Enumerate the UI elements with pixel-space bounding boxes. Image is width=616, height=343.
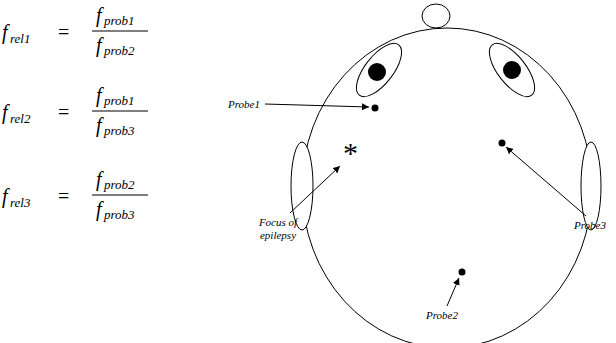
formula-symbol: f bbox=[96, 85, 102, 105]
focus-marker: * bbox=[343, 138, 358, 168]
formula-subscript: rel3 bbox=[10, 196, 30, 209]
formula-symbol: f bbox=[96, 5, 102, 25]
formula-subscript: rel2 bbox=[10, 112, 30, 125]
formula-symbol: f bbox=[2, 102, 8, 122]
formula-subscript: prob1 bbox=[104, 94, 135, 107]
probe-label: Probe3 bbox=[574, 220, 606, 231]
formula-symbol: f bbox=[2, 22, 8, 42]
leader-arrow bbox=[290, 166, 340, 213]
fraction-bar bbox=[92, 110, 148, 111]
formula-subscript: rel1 bbox=[10, 32, 30, 45]
formula-subscript: prob3 bbox=[104, 208, 135, 221]
equals-sign: = bbox=[58, 186, 69, 206]
formula-symbol: f bbox=[96, 115, 102, 135]
fraction-bar bbox=[92, 194, 148, 195]
right-pupil bbox=[503, 61, 521, 79]
left-eye bbox=[348, 36, 409, 104]
formula-symbol: f bbox=[96, 199, 102, 219]
formula-subscript: prob3 bbox=[104, 124, 135, 137]
equals-sign: = bbox=[58, 102, 69, 122]
fraction-bar bbox=[92, 30, 148, 31]
formula-symbol: f bbox=[2, 186, 8, 206]
right-eye bbox=[481, 36, 542, 104]
left-pupil bbox=[368, 63, 386, 81]
probe-dot bbox=[372, 105, 379, 112]
focus-label: Focus of epilepsy bbox=[252, 216, 304, 241]
probe-label: Probe1 bbox=[228, 99, 260, 110]
formula-symbol: f bbox=[96, 35, 102, 55]
leader-arrow bbox=[447, 278, 459, 306]
equals-sign: = bbox=[58, 22, 69, 42]
formula-subscript: prob1 bbox=[104, 14, 135, 27]
probe-dot bbox=[459, 269, 466, 276]
probe-dot bbox=[499, 140, 506, 147]
formula-subscript: prob2 bbox=[104, 44, 135, 57]
right-ear bbox=[581, 142, 601, 230]
probe-label: Probe2 bbox=[426, 310, 458, 321]
leader-arrow bbox=[506, 147, 586, 216]
head-outline bbox=[302, 28, 592, 343]
nose bbox=[422, 4, 450, 28]
formula-subscript: prob2 bbox=[104, 178, 135, 191]
formula-symbol: f bbox=[96, 169, 102, 189]
leader-arrow bbox=[265, 104, 369, 107]
